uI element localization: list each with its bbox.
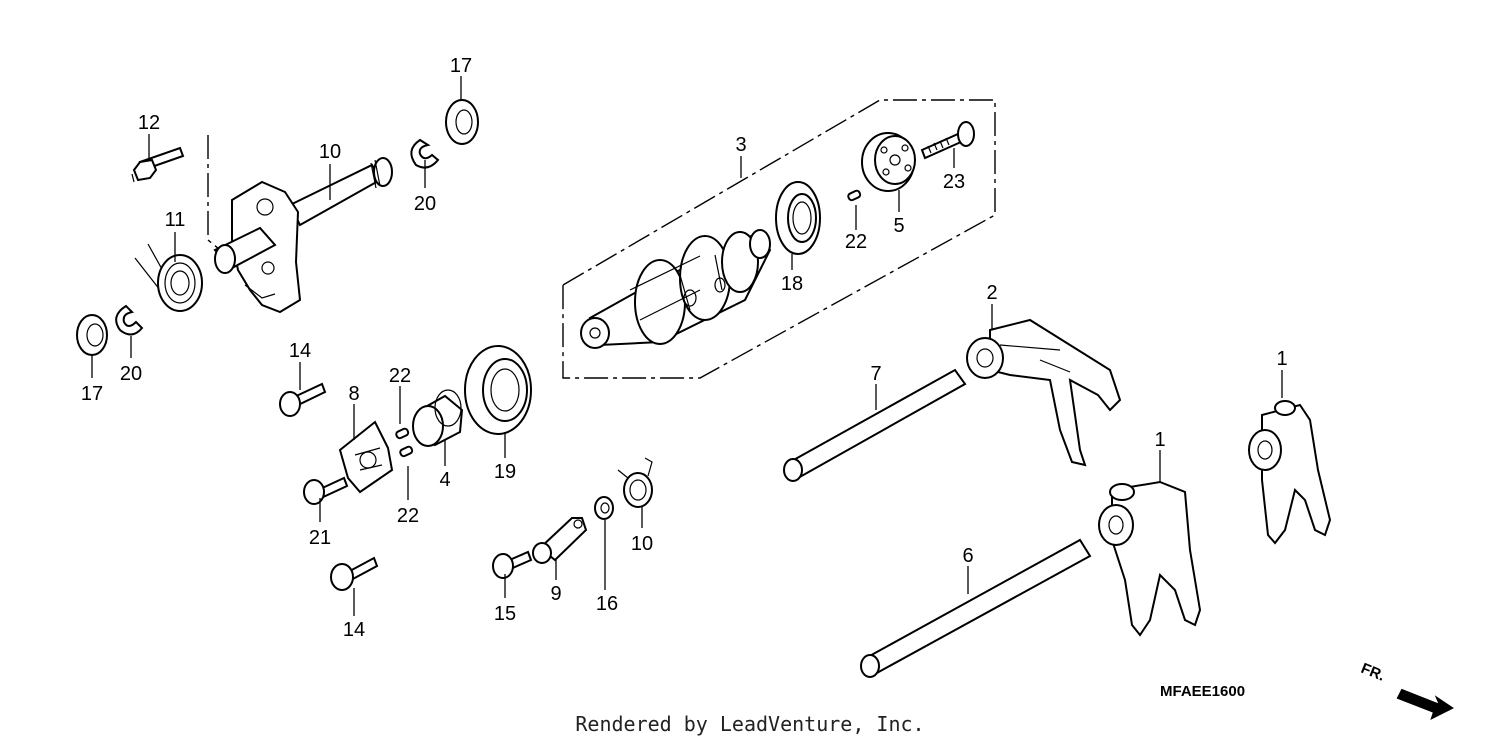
drum-assembly-outline xyxy=(562,99,996,379)
callout-label: 12 xyxy=(138,112,160,134)
shift-drum xyxy=(580,229,772,349)
drum-center-bolt xyxy=(920,121,975,160)
callout-label: 16 xyxy=(596,593,618,615)
callout-label: 20 xyxy=(414,193,436,215)
callout-label: 5 xyxy=(893,215,904,237)
stopper-pins xyxy=(395,427,414,458)
front-direction-arrow xyxy=(1396,688,1454,720)
footer-credit: Rendered by LeadVenture, Inc. xyxy=(575,712,925,736)
callout-label: 22 xyxy=(845,231,867,253)
washer-top xyxy=(445,99,479,145)
callout-label: 1 xyxy=(1154,429,1165,451)
shift-fork-right-lower xyxy=(1098,480,1202,637)
stopper-arm xyxy=(532,517,588,564)
callout-label: 11 xyxy=(165,209,186,231)
stopper-spring xyxy=(617,457,653,508)
diagram-code: MFAEE1600 xyxy=(1160,683,1245,700)
callout-label: 1 xyxy=(1276,348,1287,370)
shift-arm-bolt xyxy=(131,146,185,183)
callout-label: 23 xyxy=(943,171,965,193)
callout-label: 10 xyxy=(631,533,653,555)
circlip-left xyxy=(115,304,144,336)
callout-label: 7 xyxy=(870,363,881,385)
stopper-arm-bolt xyxy=(492,550,533,579)
drum-center xyxy=(861,132,916,192)
front-direction-label: FR. xyxy=(1359,660,1388,685)
shift-fork-center xyxy=(966,318,1122,467)
callout-label: 6 xyxy=(962,545,973,567)
callout-label: 22 xyxy=(389,365,411,387)
circlip-top xyxy=(410,138,440,169)
leader-lines xyxy=(91,76,1283,616)
callout-label: 3 xyxy=(735,134,746,156)
callout-labels: 3 17 12 10 11 20 22 5 23 18 2 1 1 7 6 14… xyxy=(81,55,1288,641)
stopper-washer xyxy=(594,496,614,520)
callout-label: 17 xyxy=(450,55,472,77)
callout-label: 14 xyxy=(289,340,311,362)
callout-label: 10 xyxy=(319,141,341,163)
stopper-plate-bolt xyxy=(303,476,349,505)
callout-label: 17 xyxy=(81,383,103,405)
callout-label: 14 xyxy=(343,619,365,641)
callout-label: 21 xyxy=(309,527,331,549)
callout-label: 15 xyxy=(494,603,516,625)
callout-label: 18 xyxy=(781,273,803,295)
callout-label: 22 xyxy=(397,505,419,527)
drum-bearing-lower xyxy=(464,345,532,435)
callout-label: 2 xyxy=(986,282,997,304)
stopper-bolt-upper xyxy=(279,382,327,417)
drum-bearing xyxy=(775,181,821,255)
callout-label: 4 xyxy=(439,469,450,491)
callout-label: 8 xyxy=(348,383,359,405)
collar xyxy=(412,389,464,447)
stopper-bolt-lower xyxy=(330,556,379,591)
stopper-plate xyxy=(338,420,394,494)
gearshift-spindle xyxy=(213,157,393,314)
shift-shaft-outline xyxy=(207,135,231,259)
fork-shaft-upper xyxy=(783,368,967,482)
fork-shaft-lower xyxy=(860,538,1092,678)
washer-left xyxy=(76,314,108,356)
shift-fork-right-upper xyxy=(1248,400,1332,545)
callout-label: 9 xyxy=(550,583,561,605)
callout-label: 19 xyxy=(494,461,516,483)
return-spring xyxy=(134,243,203,312)
drum-pin xyxy=(847,189,862,202)
callout-label: 20 xyxy=(120,363,142,385)
